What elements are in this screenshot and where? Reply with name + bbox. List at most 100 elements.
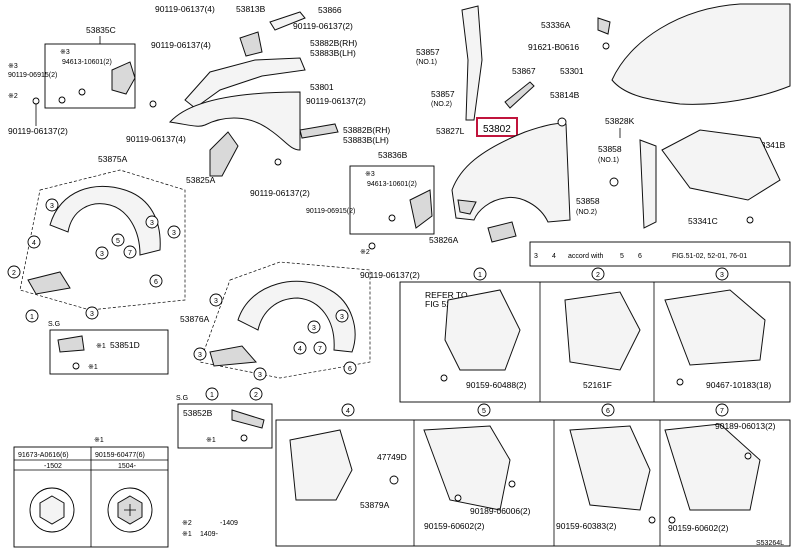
label-90119-06915-b[interactable]: 90119-06915(2) <box>306 208 355 215</box>
clip-53866[interactable] <box>269 11 306 31</box>
date-1504: 1504- <box>118 463 137 470</box>
panel1-liner <box>444 289 521 371</box>
label-53875A[interactable]: 53875A <box>98 154 128 164</box>
label-90119-06137-4b[interactable]: 90119-06137(4) <box>126 134 186 144</box>
label-90159-60477[interactable]: 90159-60477(6) <box>95 452 145 459</box>
note-no1: (NO.1) <box>416 59 437 66</box>
label-90159-60488[interactable]: 90159-60488(2) <box>466 380 527 390</box>
star1-b: ※1 <box>88 364 98 371</box>
label-53883B[interactable]: 53883B(LH) <box>310 48 356 58</box>
label-91621-B0616[interactable]: 91621-B0616 <box>528 42 579 52</box>
bracket-53825A[interactable] <box>209 131 239 177</box>
c7-b: 7 <box>318 346 322 353</box>
label-53852B[interactable]: 53852B <box>183 408 213 418</box>
label-53857-b[interactable]: 53857 <box>431 89 455 99</box>
label-53827L[interactable]: 53827L <box>436 126 465 136</box>
hood-insulator-53341B[interactable] <box>661 129 781 201</box>
label-91673-A0616[interactable]: 91673-A0616(6) <box>18 452 69 459</box>
c4-b: 4 <box>298 346 302 353</box>
liner-lower-part-2 <box>209 345 258 367</box>
label-53857-a[interactable]: 53857 <box>416 47 440 57</box>
label-53801[interactable]: 53801 <box>310 82 334 92</box>
bracket-53836B[interactable] <box>409 189 433 229</box>
label-53825A[interactable]: 53825A <box>186 175 216 185</box>
fender-liner-53875A[interactable] <box>49 185 161 256</box>
label-53858-b[interactable]: 53858 <box>576 196 600 206</box>
label-53866[interactable]: 53866 <box>318 5 342 15</box>
bracket-53882B[interactable] <box>299 123 339 139</box>
clip-53813B[interactable] <box>239 31 263 57</box>
label-53883B-2[interactable]: 53883B(LH) <box>343 135 389 145</box>
label-53814B[interactable]: 53814B <box>550 90 580 100</box>
bracket-53826A[interactable] <box>487 221 517 243</box>
note-accord: accord with <box>568 253 604 260</box>
star1-a: ※1 <box>96 343 106 350</box>
bracket-group-box-2 <box>349 165 435 235</box>
nut-91673[interactable] <box>39 495 65 525</box>
label-90467-10183[interactable]: 90467-10183(18) <box>706 380 771 390</box>
refer-fig[interactable]: FIG 52-01 <box>425 299 464 309</box>
c3-a: 3 <box>50 203 54 210</box>
label-90159-60383[interactable]: 90159-60383(2) <box>556 521 617 531</box>
label-53835C[interactable]: 53835C <box>86 25 116 35</box>
front-fender-53802[interactable] <box>451 122 571 223</box>
star3-c: ※3 <box>365 171 375 178</box>
label-90119-06915-a[interactable]: 90119-06915(2) <box>8 72 57 79</box>
sg-box-2 <box>177 403 273 449</box>
fender-upper-seal[interactable] <box>184 57 306 109</box>
panel7-liner <box>664 423 761 511</box>
label-94613-10601-a[interactable]: 94613-10601(2) <box>62 59 112 66</box>
seal-53828K[interactable] <box>639 139 657 229</box>
label-53879A[interactable]: 53879A <box>360 500 390 510</box>
panel2-liner <box>564 291 641 371</box>
label-90159-60602-b[interactable]: 90159-60602(2) <box>668 523 729 533</box>
c2-a: 2 <box>12 270 16 277</box>
note-fig: FIG.51-02, 52-01, 76-01 <box>672 253 747 260</box>
label-90159-60602-a[interactable]: 90159-60602(2) <box>424 521 485 531</box>
hood-clip[interactable] <box>597 17 611 35</box>
highlight-53802 <box>476 117 518 137</box>
label-53802[interactable]: 53802 <box>483 124 511 135</box>
fender-liner-53876A[interactable] <box>237 280 356 353</box>
label-90119-06137-2c[interactable]: 90119-06137(2) <box>250 188 310 198</box>
protector-53867[interactable] <box>504 81 535 109</box>
note-no2-b: (NO.2) <box>576 209 597 216</box>
bracket-part[interactable] <box>111 61 136 95</box>
label-94613-10601-b[interactable]: 94613-10601(2) <box>367 181 417 188</box>
label-53851D[interactable]: 53851D <box>110 340 140 350</box>
panel-c4: 4 <box>346 408 350 415</box>
label-90119-06137-2b[interactable]: 90119-06137(2) <box>306 96 366 106</box>
star1-c: ※1 <box>206 437 216 444</box>
label-90119-06137-2e[interactable]: 90119-06137(2) <box>360 270 420 280</box>
label-90119-06137-2a-left[interactable]: 90119-06137(2) <box>8 126 68 136</box>
note-box <box>529 241 791 267</box>
label-53882B-2[interactable]: 53882B(RH) <box>343 125 390 135</box>
label-90119-06137-2-top[interactable]: 90119-06137(2) <box>293 21 353 31</box>
star2-c: ※2 <box>182 520 192 527</box>
label-53341B[interactable]: 53341B <box>756 140 786 150</box>
front-fender-left-view[interactable] <box>168 91 301 151</box>
label-53858-a[interactable]: 53858 <box>598 144 622 154</box>
label-47749D[interactable]: 47749D <box>377 452 407 462</box>
hood-53301[interactable] <box>611 3 791 105</box>
label-90119-06137-4a-b[interactable]: 90119-06137(4) <box>151 40 211 50</box>
sg-label-1: S.G <box>48 321 60 328</box>
fender-seal-vertical[interactable] <box>461 5 483 121</box>
label-52161F[interactable]: 52161F <box>583 380 612 390</box>
c3-e: 3 <box>172 230 176 237</box>
label-53813B[interactable]: 53813B <box>236 4 266 14</box>
label-90189-06013[interactable]: 90189-06013(2) <box>715 421 776 431</box>
label-53882B[interactable]: 53882B(RH) <box>310 38 357 48</box>
label-53836B[interactable]: 53836B <box>378 150 408 160</box>
label-53301[interactable]: 53301 <box>560 66 584 76</box>
label-90119-06137-4a[interactable]: 90119-06137(4) <box>155 4 215 14</box>
label-53826A[interactable]: 53826A <box>429 235 459 245</box>
label-53336A[interactable]: 53336A <box>541 20 571 30</box>
label-90189-06006[interactable]: 90189-06006(2) <box>470 506 531 516</box>
refer-to[interactable]: REFER TO <box>425 290 468 300</box>
label-53341C[interactable]: 53341C <box>688 216 718 226</box>
label-53876A[interactable]: 53876A <box>180 314 210 324</box>
label-53828K[interactable]: 53828K <box>605 116 635 126</box>
label-53867[interactable]: 53867 <box>512 66 536 76</box>
